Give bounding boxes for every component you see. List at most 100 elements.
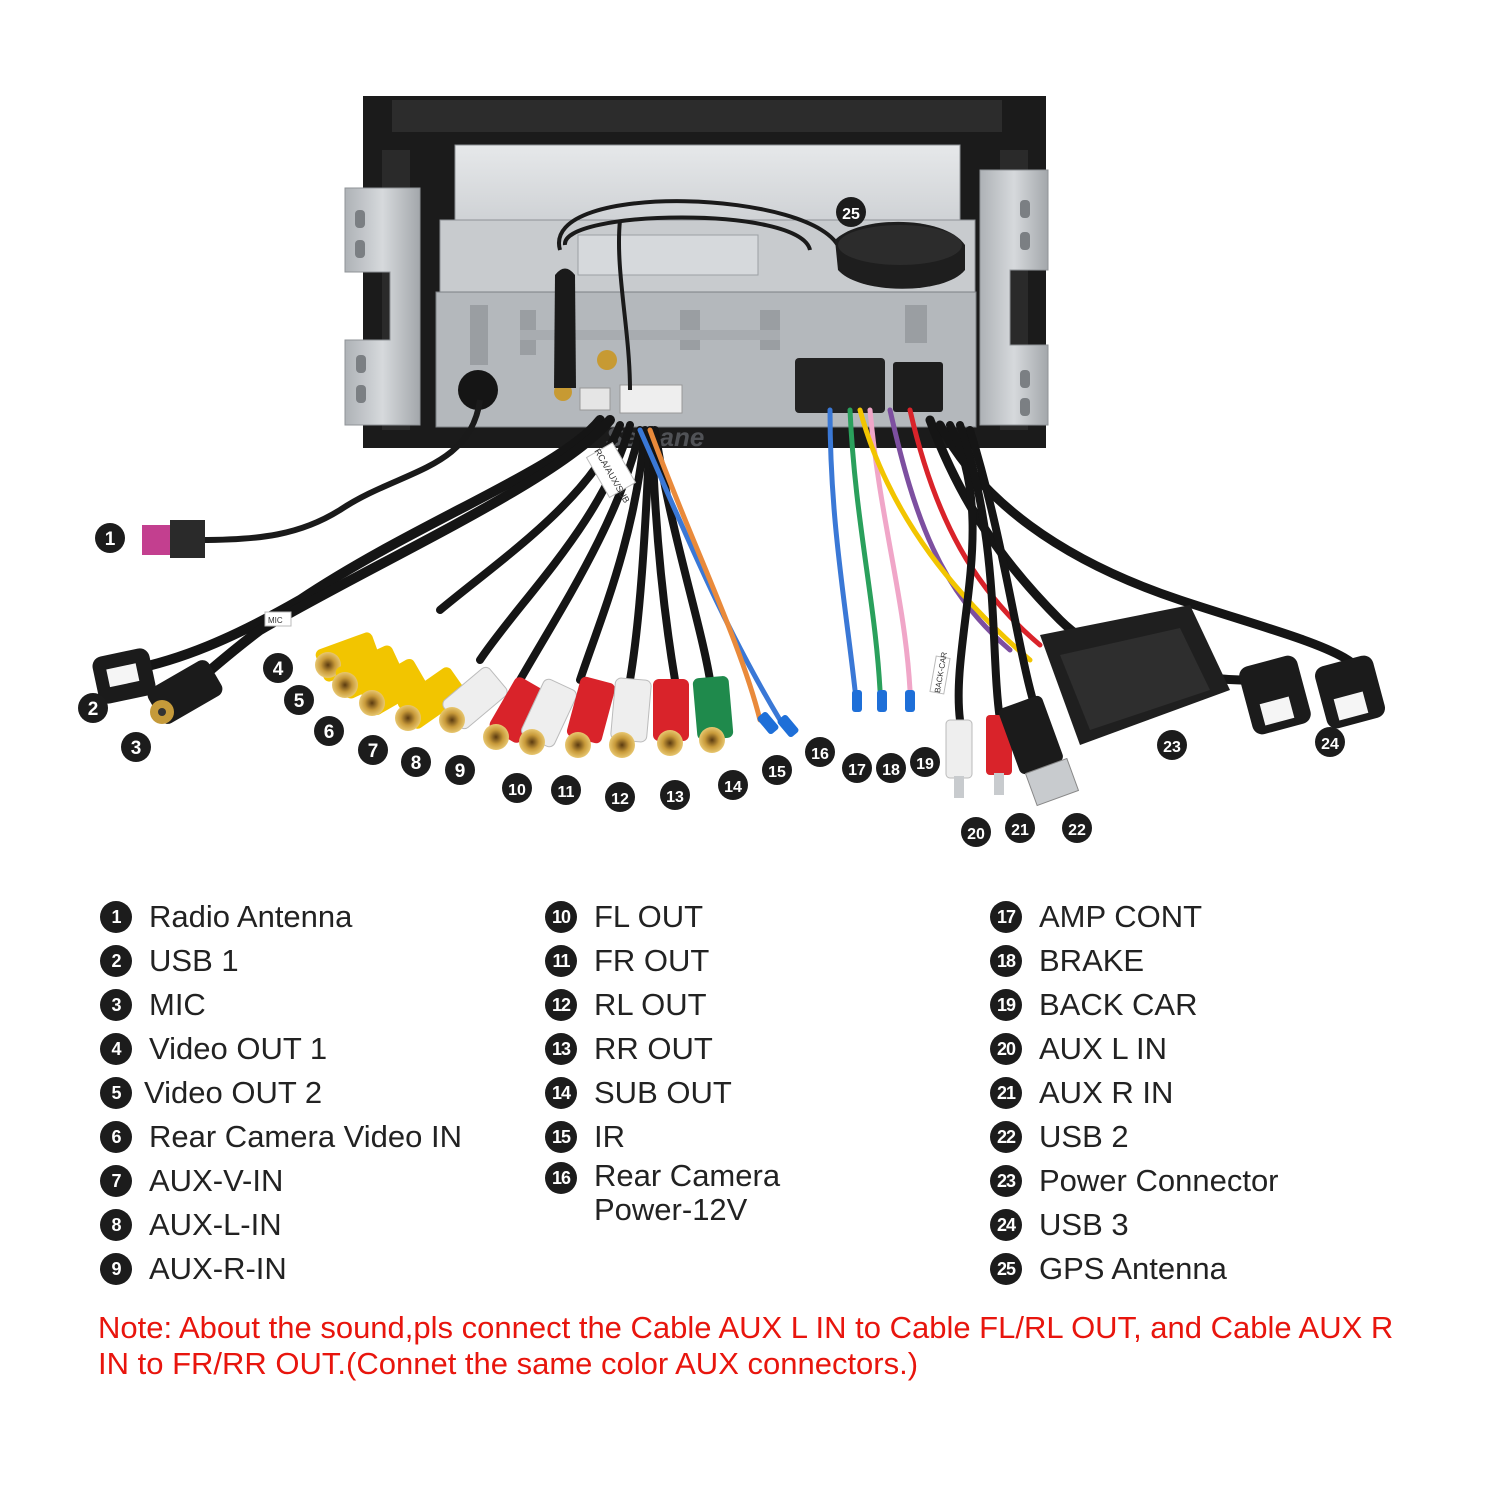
harness-tags: RCA/AUX/SUB MIC BACK-CAR bbox=[264, 441, 951, 695]
svg-text:10: 10 bbox=[508, 782, 526, 799]
number-badge: 5 bbox=[100, 1077, 132, 1109]
radio-unit-wiring-photo: Seicane bbox=[78, 96, 1386, 847]
usb3-connector bbox=[1239, 655, 1386, 735]
rca-rl-out bbox=[609, 677, 652, 758]
svg-text:14: 14 bbox=[724, 779, 742, 796]
svg-text:23: 23 bbox=[1163, 739, 1181, 756]
left-mounting-bracket bbox=[344, 187, 421, 426]
marker-2: 2 bbox=[78, 693, 108, 723]
aux-in-rca bbox=[945, 715, 1012, 798]
legend-label: AUX-V-IN bbox=[149, 1163, 284, 1198]
rca-rr-out bbox=[653, 679, 689, 756]
svg-text:22: 22 bbox=[1068, 822, 1086, 839]
number-badge: 13 bbox=[545, 1033, 577, 1065]
legend-item-23: 23 Power Connector bbox=[990, 1159, 1279, 1203]
number-badge: 23 bbox=[990, 1165, 1022, 1197]
svg-text:24: 24 bbox=[1321, 736, 1339, 753]
number-badge: 14 bbox=[545, 1077, 577, 1109]
legend-label: USB 1 bbox=[149, 943, 239, 978]
svg-text:16: 16 bbox=[811, 746, 829, 763]
marker-15: 15 bbox=[762, 755, 792, 785]
legend-label: AUX-R-IN bbox=[149, 1251, 287, 1286]
marker-4: 4 bbox=[263, 653, 293, 683]
marker-7: 7 bbox=[358, 735, 388, 765]
marker-14: 14 bbox=[718, 770, 748, 800]
legend-label: AUX R IN bbox=[1039, 1075, 1174, 1110]
number-badge: 11 bbox=[545, 945, 577, 977]
rca-video-out-2 bbox=[332, 645, 403, 699]
legend-item-9: 9 AUX-R-IN bbox=[100, 1247, 462, 1291]
wifi-antenna bbox=[554, 268, 576, 388]
rca-aux-r-in bbox=[483, 677, 547, 750]
rca-plugs bbox=[315, 632, 734, 758]
rca-fl-out bbox=[519, 678, 577, 755]
number-badge: 16 bbox=[545, 1162, 577, 1194]
svg-text:5: 5 bbox=[294, 691, 305, 712]
legend-label: FR OUT bbox=[594, 943, 710, 978]
number-badge: 21 bbox=[990, 1077, 1022, 1109]
legend-label: Radio Antenna bbox=[149, 899, 353, 934]
number-badge: 6 bbox=[100, 1121, 132, 1153]
svg-text:11: 11 bbox=[558, 784, 575, 801]
marker-13: 13 bbox=[660, 780, 690, 810]
rca-rear-camera-video-in bbox=[359, 658, 427, 716]
legend-label: SUB OUT bbox=[594, 1075, 732, 1110]
marker-11: 11 bbox=[551, 775, 581, 805]
marker-22: 22 bbox=[1062, 813, 1092, 843]
number-badge: 24 bbox=[990, 1209, 1022, 1241]
svg-text:13: 13 bbox=[666, 789, 684, 806]
svg-text:15: 15 bbox=[768, 764, 786, 781]
number-badge: 12 bbox=[545, 989, 577, 1021]
svg-text:1: 1 bbox=[105, 529, 116, 550]
number-badge: 15 bbox=[545, 1121, 577, 1153]
number-badge: 25 bbox=[990, 1253, 1022, 1285]
gps-antenna bbox=[557, 199, 965, 391]
legend-label: RL OUT bbox=[594, 987, 707, 1022]
legend-label: USB 3 bbox=[1039, 1207, 1129, 1242]
svg-text:18: 18 bbox=[882, 762, 900, 779]
legend-label: Video OUT 1 bbox=[149, 1031, 328, 1066]
svg-text:21: 21 bbox=[1011, 822, 1029, 839]
number-badge: 22 bbox=[990, 1121, 1022, 1153]
legend-label: AMP CONT bbox=[1039, 899, 1203, 934]
mic-connector bbox=[147, 660, 223, 724]
number-badge: 9 bbox=[100, 1253, 132, 1285]
legend-label: Power Connector bbox=[1039, 1163, 1279, 1198]
number-badge: 2 bbox=[100, 945, 132, 977]
rca-video-out-1 bbox=[315, 632, 381, 682]
marker-19: 19 bbox=[910, 747, 940, 777]
rca-aux-v-in bbox=[395, 667, 467, 731]
legend-label: AUX L IN bbox=[1039, 1031, 1168, 1066]
svg-text:12: 12 bbox=[611, 791, 629, 808]
marker-18: 18 bbox=[876, 753, 906, 783]
legend-label: FL OUT bbox=[594, 899, 704, 934]
number-badge: 8 bbox=[100, 1209, 132, 1241]
legend-label: MIC bbox=[149, 987, 206, 1022]
legend-label: BACK CAR bbox=[1039, 987, 1198, 1022]
legend-label: GPS Antenna bbox=[1039, 1251, 1227, 1286]
svg-text:9: 9 bbox=[455, 761, 466, 782]
svg-text:4: 4 bbox=[273, 659, 284, 680]
legend-item-24: 24 USB 3 bbox=[990, 1203, 1279, 1247]
power-harness-wires bbox=[637, 407, 1043, 723]
svg-text:25: 25 bbox=[842, 206, 860, 223]
marker-24: 24 bbox=[1315, 727, 1345, 757]
marker-17: 17 bbox=[842, 753, 872, 783]
marker-6: 6 bbox=[314, 716, 344, 746]
radio-antenna-cable bbox=[142, 399, 483, 558]
wire-tips bbox=[757, 690, 915, 738]
